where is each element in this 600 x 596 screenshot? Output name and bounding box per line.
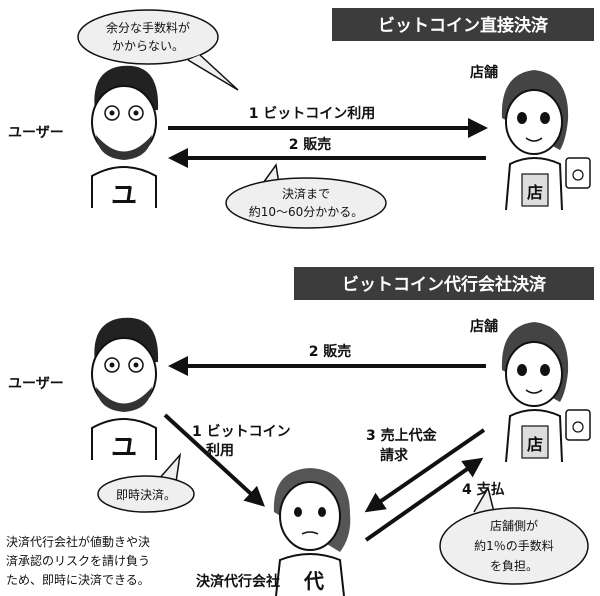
bubble-settlement-time: 決済まで 約10～60分かかる。 [225,163,387,229]
bubble-no-fee-line1: 余分な手数料が [106,20,190,35]
coffee-cup-icon [565,157,591,189]
top-store-label: 店舗 [470,64,498,81]
arrow-sale-top-label: 2 販売 [289,136,332,153]
store-apron-mark-top: 店 [527,183,543,202]
bottom-title-banner: ビットコイン代行会社決済 [294,267,594,300]
user-character-top: ユ [91,65,159,211]
agent-shirt-mark: 代 [303,569,324,593]
bubble-fee-line3: を負担。 [490,559,538,573]
agent-label: 決済代行会社 [196,573,280,590]
store-character-bottom: 店 [501,322,591,463]
arrow-4-label: 4 支払 [462,481,505,498]
bottom-user-label: ユーザー [8,376,64,392]
bubble-time-line2: 約10～60分かかる。 [249,204,364,219]
store-apron-mark-bottom: 店 [527,435,543,454]
bubble-no-fee-line2: かからない。 [112,39,184,53]
bottom-store-label: 店舗 [470,318,498,335]
agent-character: 代 [273,468,351,596]
bottom-title: ビットコイン代行会社決済 [342,274,547,295]
arrow-payment [364,457,484,542]
user-shirt-mark: ユ [111,181,137,211]
arrow-sale-bottom-label: 2 販売 [309,343,352,360]
bubble-fee-line1: 店舗側が [490,518,538,533]
arrow-1-line1: 1 ビットコイン [192,424,291,440]
bubble-instant-text: 即時決済。 [116,487,176,502]
bubble-instant: 即時決済。 [97,452,195,513]
top-title: ビットコイン直接決済 [378,15,549,36]
bubble-time-line1: 決済まで [282,186,330,201]
user-character-bottom: ユ [91,317,159,463]
arrow-3-line1: 3 売上代金 [366,427,438,444]
arrow-bitcoin-use-label: 1 ビットコイン利用 [249,105,376,122]
top-title-banner: ビットコイン直接決済 [332,8,594,41]
bubble-fee: 店舗側が 約1％の手数料 を負担。 [439,486,589,585]
bubble-no-fee: 余分な手数料が かからない。 [77,9,239,91]
store-character-top: 店 [501,70,591,211]
arrow-3-line2: 請求 [380,447,409,464]
note-line3: ため、即時に決済できる。 [6,572,150,587]
arrow-bitcoin-use-bottom [163,413,265,507]
top-user-label: ユーザー [8,125,64,141]
user-shirt-mark-bottom: ユ [111,433,137,463]
note-line1: 決済代行会社が値動きや決 [6,534,150,549]
arrow-1-line2: 利用 [206,442,234,459]
note-line2: 済承認のリスクを請け負う [6,553,150,568]
bubble-fee-line2: 約1％の手数料 [474,538,554,553]
arrow-sales-claim [364,428,486,513]
coffee-cup-icon-bottom [565,409,591,441]
